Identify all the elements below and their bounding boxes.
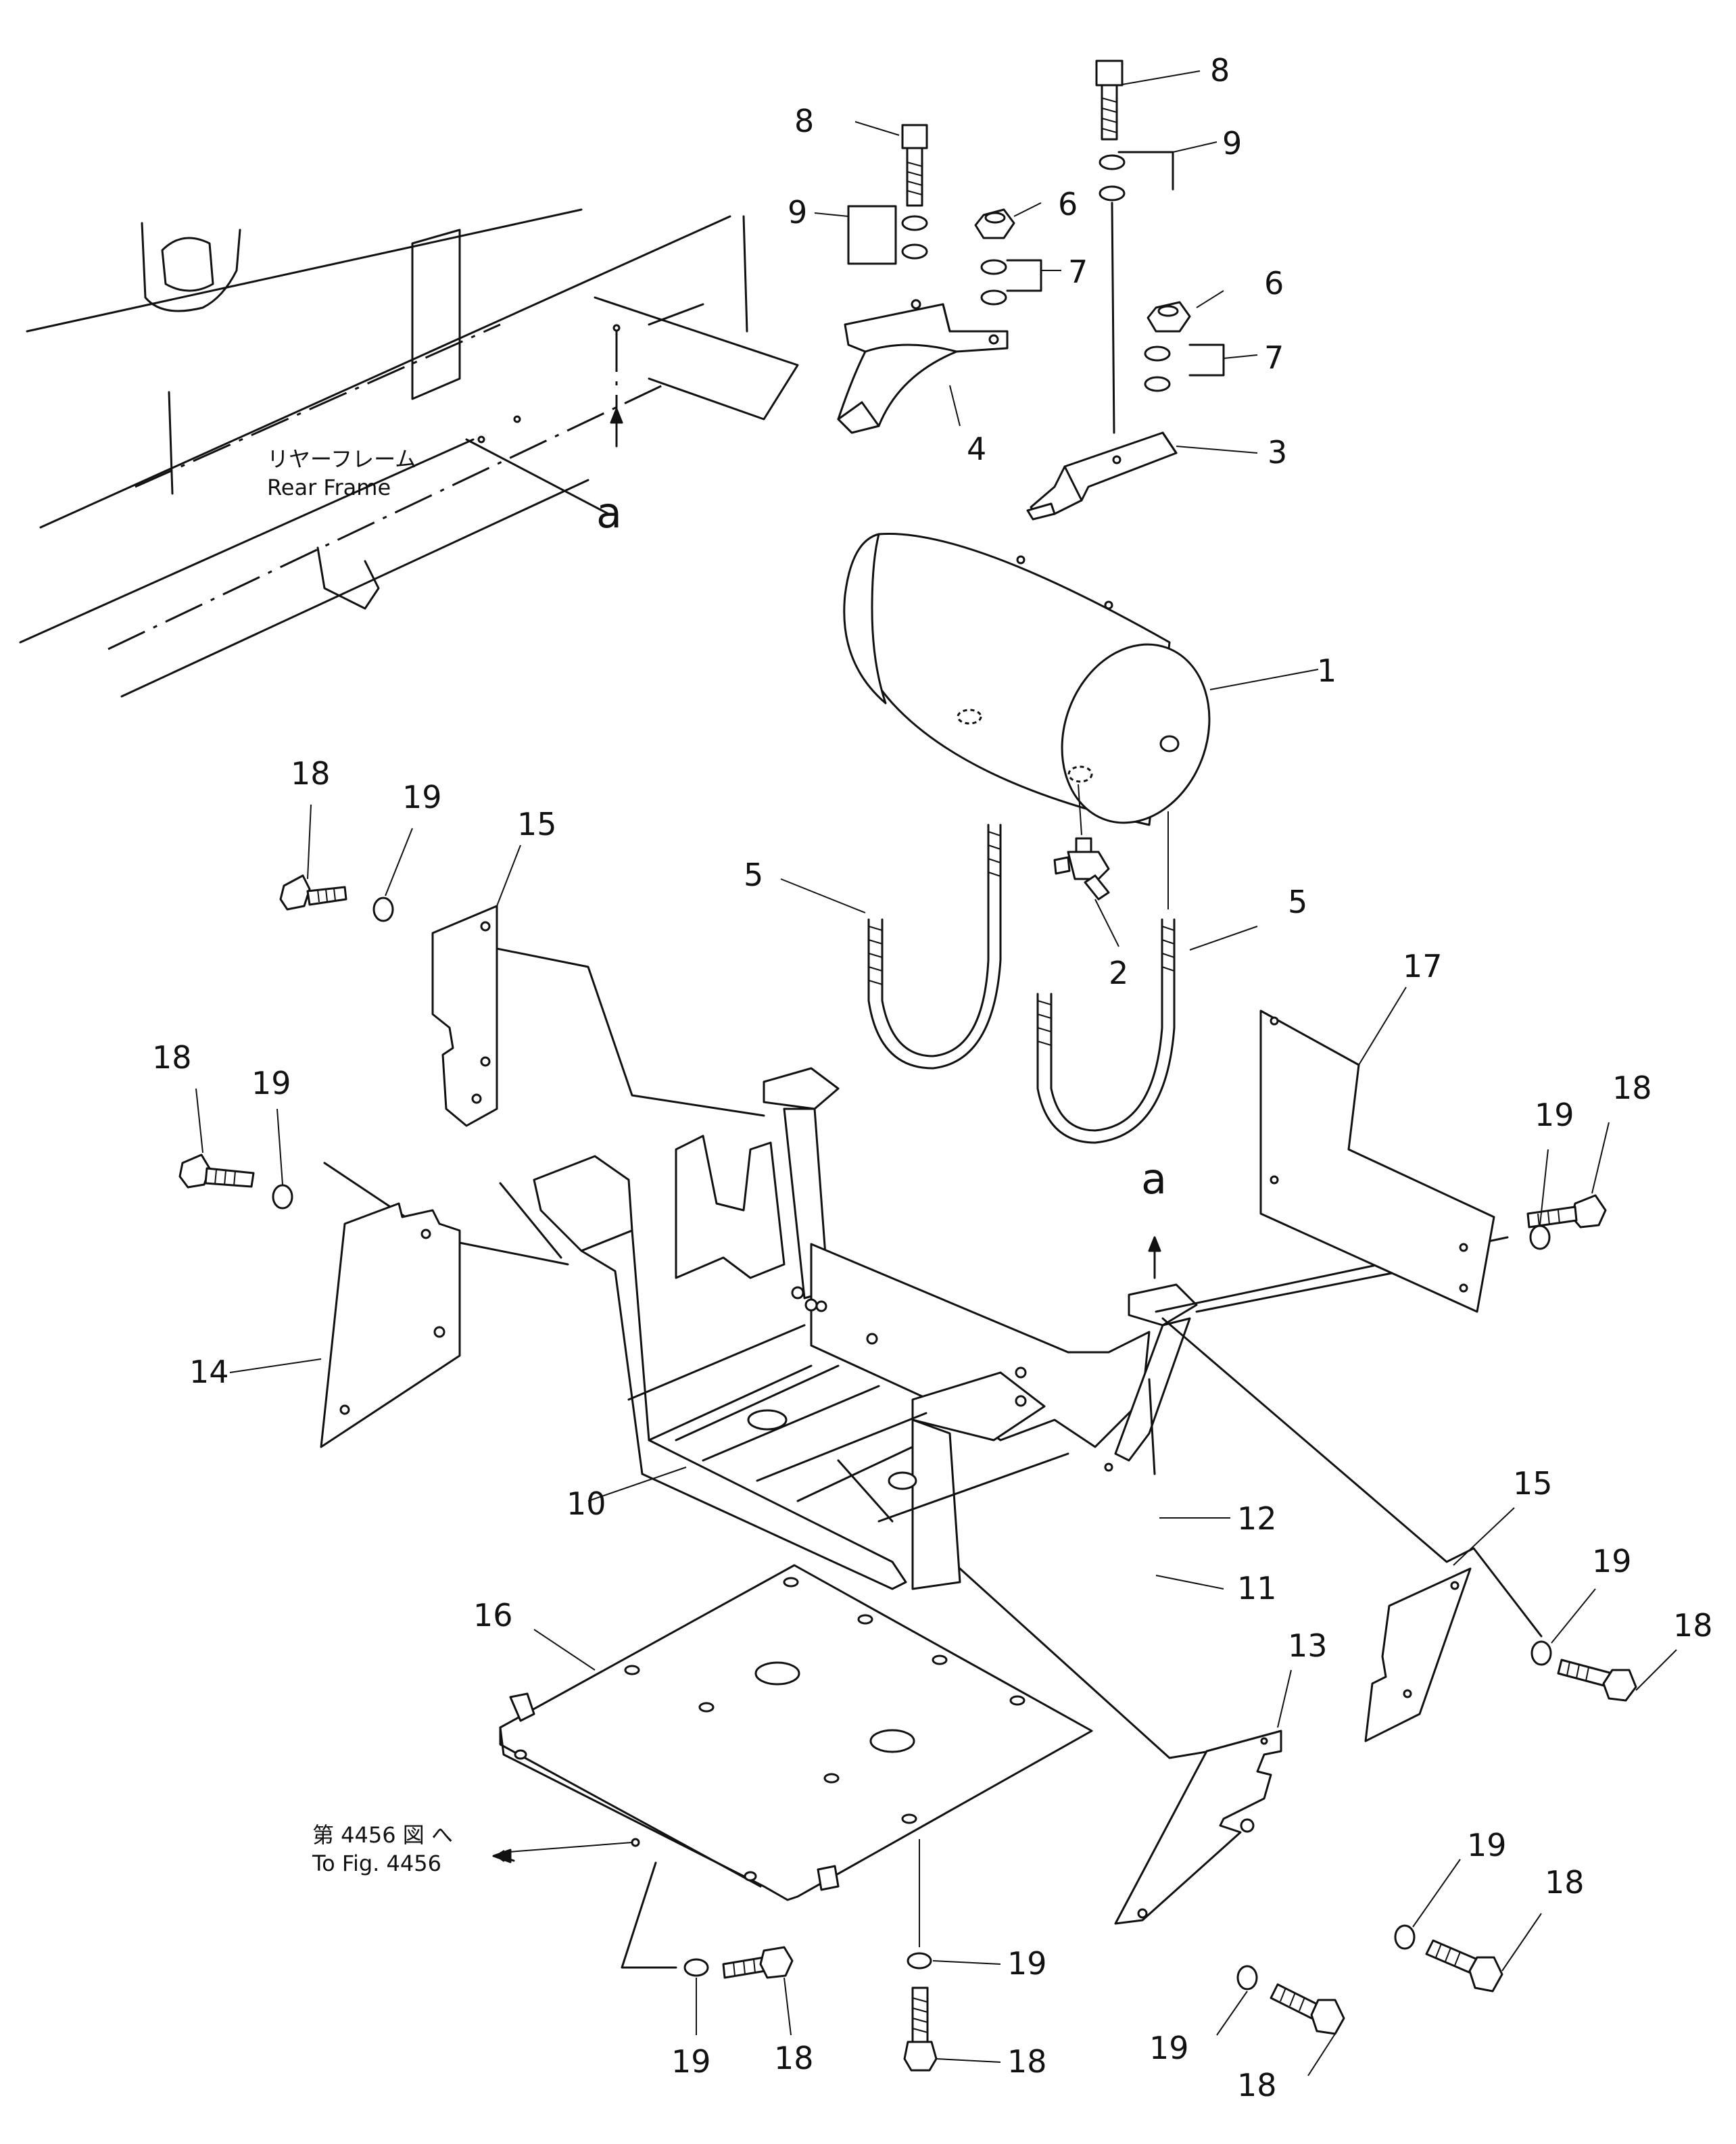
callout-18-right-13b: 18 bbox=[1237, 2067, 1277, 2103]
callout-2: 2 bbox=[1109, 955, 1128, 991]
callout-19-bottom-left: 19 bbox=[671, 2043, 711, 2080]
plate-13 bbox=[1114, 1730, 1282, 1925]
callout-10: 10 bbox=[566, 1485, 606, 1522]
bolt-18-right-13a bbox=[1394, 1924, 1503, 1993]
callout-16: 16 bbox=[473, 1597, 513, 1634]
callout-18-top-left: 18 bbox=[291, 755, 331, 792]
callout-19-mid-left: 19 bbox=[251, 1065, 291, 1101]
bolt-18-top-left bbox=[279, 874, 394, 922]
callout-7-upper: 7 bbox=[1068, 254, 1088, 290]
callout-14: 14 bbox=[189, 1354, 229, 1390]
nut-6-lower bbox=[1147, 301, 1191, 333]
view-a-label-top: a bbox=[596, 488, 622, 538]
callout-9-right: 9 bbox=[1222, 125, 1242, 162]
base-frame-10 bbox=[533, 1067, 1198, 1590]
bracket-3 bbox=[1026, 431, 1178, 521]
callout-19-right-15: 19 bbox=[1592, 1543, 1632, 1579]
fig-ref-label-jp: 第 4456 図 へ bbox=[312, 1822, 453, 1848]
plate-14 bbox=[320, 1202, 461, 1448]
bolt-18-right-13b bbox=[1236, 1965, 1345, 2035]
callout-18-right-17: 18 bbox=[1612, 1070, 1652, 1106]
cover-plate-16 bbox=[499, 1564, 1093, 1901]
rear-frame-label-en: Rear Frame bbox=[267, 475, 391, 500]
bolt-8-left bbox=[901, 124, 928, 207]
callout-numbers: 1 2 3 4 5 5 6 6 7 7 8 8 9 9 10 11 12 13 … bbox=[152, 52, 1713, 2103]
callout-15-lower: 15 bbox=[1513, 1465, 1553, 1502]
callout-18-bottom-left: 18 bbox=[774, 2040, 814, 2076]
fig-ref-label-en: To Fig. 4456 bbox=[312, 1851, 441, 1876]
rear-frame bbox=[19, 208, 799, 698]
callout-19-right-13a: 19 bbox=[1467, 1827, 1507, 1863]
bracket-4 bbox=[837, 299, 1009, 434]
callout-3: 3 bbox=[1268, 434, 1287, 471]
washers-9-left bbox=[847, 205, 928, 265]
callout-12: 12 bbox=[1237, 1500, 1277, 1537]
callout-8-right: 8 bbox=[1210, 52, 1230, 89]
callout-18-bottom-center: 18 bbox=[1007, 2043, 1047, 2080]
plate-15-upper bbox=[431, 905, 498, 1127]
bolt-18-bottom-left bbox=[683, 1946, 794, 1979]
callout-18-right-15: 18 bbox=[1673, 1607, 1713, 1644]
callout-19-bottom-center: 19 bbox=[1007, 1945, 1047, 1982]
washers-7-upper bbox=[980, 259, 1042, 306]
callout-5-right: 5 bbox=[1288, 884, 1307, 920]
callout-18-mid-left: 18 bbox=[152, 1039, 192, 1076]
callout-13: 13 bbox=[1288, 1627, 1328, 1664]
nut-6-upper bbox=[974, 208, 1015, 239]
callout-leaders bbox=[195, 70, 1677, 2076]
callout-19-right-13b: 19 bbox=[1149, 2030, 1189, 2066]
rear-frame-label-jp: リヤーフレーム bbox=[267, 446, 416, 472]
callout-7-lower: 7 bbox=[1264, 339, 1284, 376]
callout-18-right-13a: 18 bbox=[1545, 1864, 1585, 1901]
plate-15-lower bbox=[1364, 1567, 1472, 1742]
callout-6-lower: 6 bbox=[1264, 265, 1284, 302]
bolt-18-mid-left bbox=[178, 1153, 293, 1210]
view-a-label-bottom: a bbox=[1141, 1154, 1167, 1204]
callout-19-right-17: 19 bbox=[1535, 1097, 1574, 1133]
callout-15-upper: 15 bbox=[517, 806, 557, 842]
washers-7-lower bbox=[1144, 343, 1225, 392]
callout-1: 1 bbox=[1317, 652, 1336, 689]
bolt-18-right-15 bbox=[1530, 1640, 1637, 1702]
callout-19-top-left: 19 bbox=[402, 779, 442, 815]
air-tank-1 bbox=[843, 532, 1211, 826]
callout-11: 11 bbox=[1237, 1570, 1277, 1606]
bolt-8-right bbox=[1095, 59, 1124, 141]
bolt-18-right-17 bbox=[1526, 1194, 1607, 1250]
u-bolt-5-left bbox=[867, 824, 1002, 1070]
callout-6-upper: 6 bbox=[1058, 186, 1078, 222]
washers-9-right bbox=[1099, 151, 1174, 201]
plate-17 bbox=[1259, 1009, 1495, 1313]
callout-8-left: 8 bbox=[794, 103, 814, 139]
callout-4: 4 bbox=[967, 431, 986, 467]
callout-9-left: 9 bbox=[788, 194, 807, 231]
callout-5-left: 5 bbox=[744, 857, 763, 893]
bolt-18-bottom-center bbox=[903, 1952, 938, 2072]
callout-17: 17 bbox=[1403, 948, 1443, 984]
drain-valve-2 bbox=[1053, 837, 1110, 901]
u-bolt-5-right bbox=[1036, 918, 1176, 1144]
